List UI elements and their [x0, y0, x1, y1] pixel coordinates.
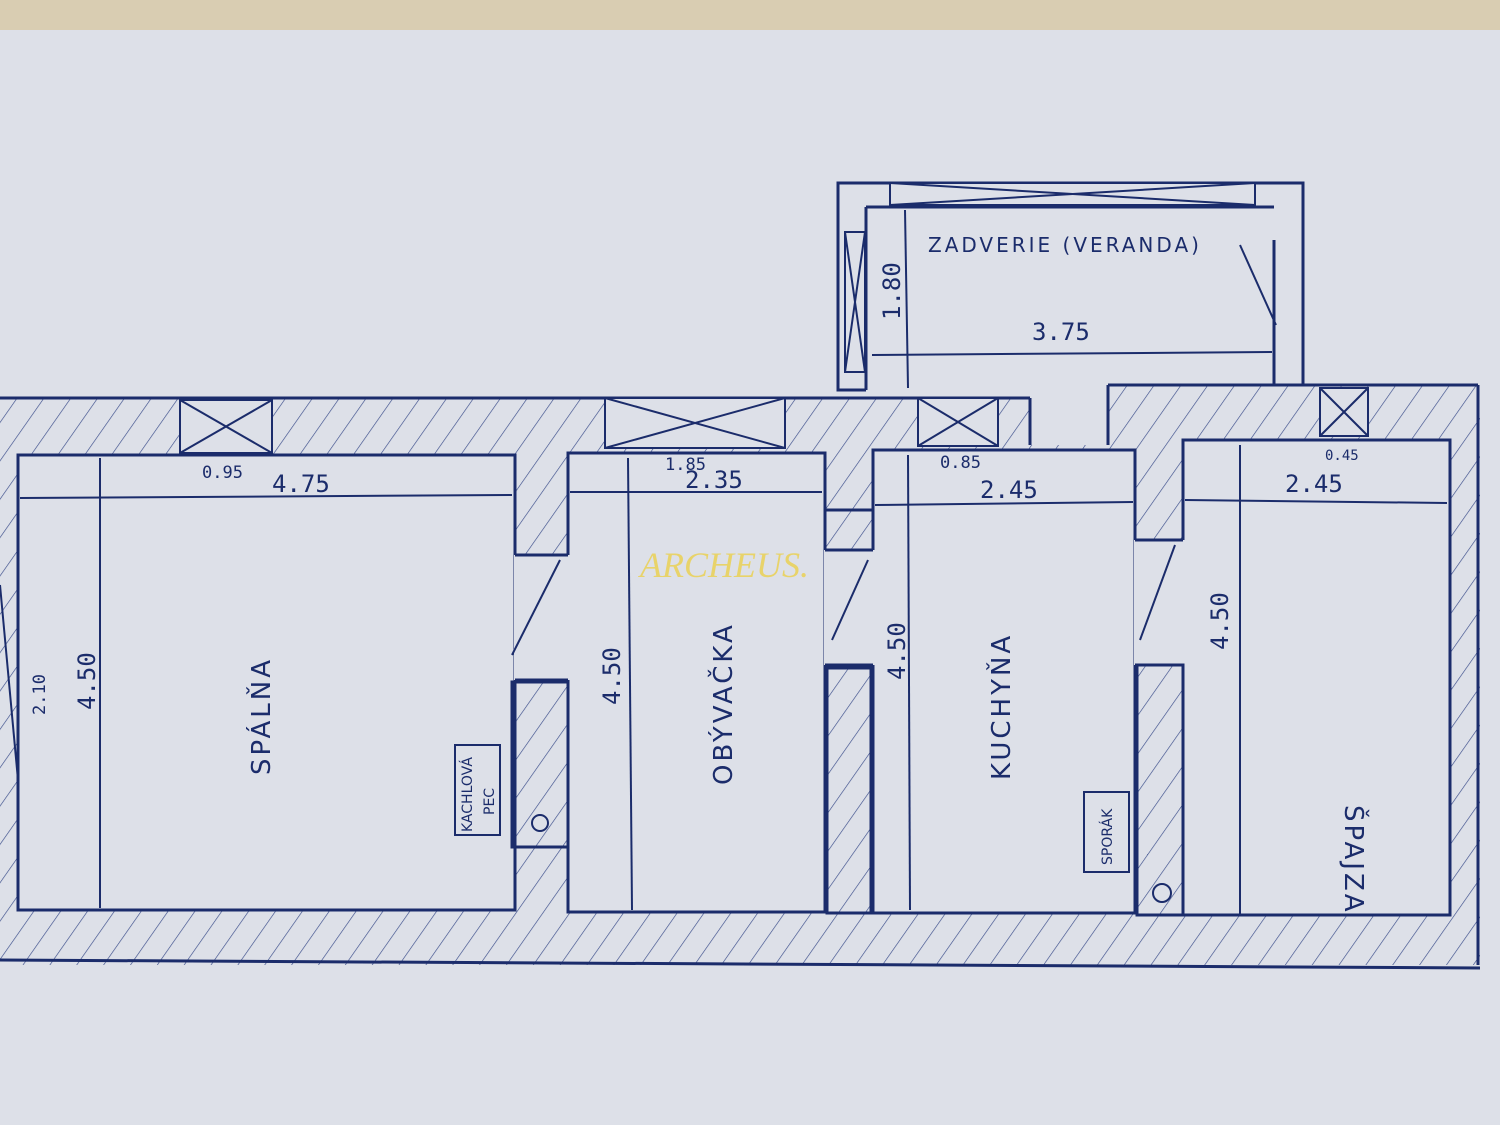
dim-label: 4.75: [272, 470, 330, 498]
room-label-living: OBÝVAČKA: [707, 622, 739, 785]
wall-segment: [825, 666, 873, 915]
dim-label: 0.95: [202, 463, 243, 483]
stove-label: KACHLOVÁ: [459, 757, 476, 832]
dim-label: 2.35: [685, 466, 743, 494]
door-swing: [831, 559, 869, 641]
side-window: [0, 584, 19, 781]
dim-label: 1.80: [878, 262, 906, 320]
dim-label: 0.45: [1325, 448, 1359, 464]
dim-label: 4.50: [1206, 592, 1234, 650]
door-gap-3: [1134, 540, 1185, 665]
window-living: [604, 397, 786, 449]
window-kitchen: [917, 397, 999, 447]
door-swing: [1139, 544, 1176, 641]
dim-label: 2.45: [1285, 470, 1343, 498]
dim-label: 0.85: [940, 453, 981, 473]
table-edge: [0, 0, 1500, 30]
door-gap-2: [824, 550, 875, 665]
porch-door: [1239, 244, 1277, 326]
tile-stove: KACHLOVÁ PEC: [454, 680, 570, 849]
door-gap-1: [514, 555, 570, 680]
room-pantry: [1181, 438, 1452, 917]
window-bedroom: [179, 399, 273, 454]
door-swing: [511, 559, 561, 656]
watermark: ARCHEUS.: [638, 545, 809, 585]
window-pantry: [1319, 387, 1369, 437]
porch: [836, 181, 1305, 392]
dim-label: 4.50: [598, 647, 626, 705]
dim-label: 4.50: [883, 622, 911, 680]
dim-label: 2.10: [30, 674, 50, 715]
dim-label: 2.45: [980, 476, 1038, 504]
stove-label-2: PEC: [482, 788, 498, 815]
room-label-porch: ZADVERIE (VERANDA): [928, 233, 1202, 257]
room-label-kitchen: KUCHYŇA: [985, 633, 1017, 780]
top-wall-right: [1108, 385, 1480, 445]
cooker: SPORÁK: [1083, 663, 1185, 917]
dim-label: 1.85: [665, 455, 706, 475]
dim-label: 4.50: [73, 652, 101, 710]
cooker-label: SPORÁK: [1099, 808, 1116, 865]
room-label-pantry: ŠPAJZA: [1338, 805, 1370, 915]
room-label-bedroom: SPÁLŇA: [245, 657, 277, 775]
dim-label: 3.75: [1032, 318, 1090, 346]
